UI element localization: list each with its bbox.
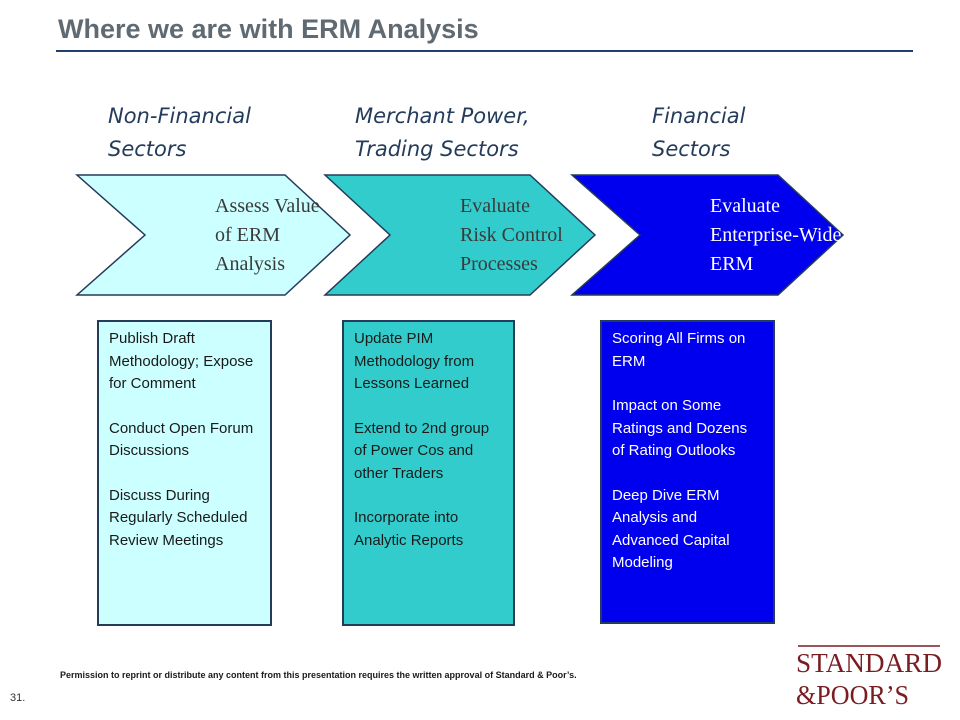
chevron-text-wrap-1: Assess Value of ERM Analysis bbox=[215, 192, 345, 292]
chevron-text-risk-control: Evaluate Risk Control Processes bbox=[460, 195, 563, 275]
chevron-evaluate-enterprise bbox=[570, 174, 845, 296]
phase-box-financial: Scoring All Firms on ERM Impact on Some … bbox=[600, 320, 775, 624]
box-item: Conduct Open Forum Discussions bbox=[109, 419, 254, 460]
phase-label-non-financial: Non-Financial Sectors bbox=[108, 104, 251, 161]
box-item: Incorporate into Analytic Reports bbox=[354, 509, 464, 549]
chevron-text-wrap-2: Evaluate Risk Control Processes bbox=[460, 192, 590, 292]
page-title: Where we are with ERM Analysis bbox=[58, 14, 479, 44]
title-divider bbox=[56, 50, 913, 52]
box-item: Impact on Some Ratings and Dozens of Rat… bbox=[612, 397, 748, 459]
sp-logo: STANDARD &POOR’S bbox=[796, 645, 942, 710]
box-item: Scoring All Firms on ERM bbox=[612, 330, 746, 370]
box-item: Extend to 2nd group of Power Cos and oth… bbox=[354, 419, 490, 482]
chevron-assess-value bbox=[75, 174, 352, 296]
box-item: Update PIM Methodology from Lessons Lear… bbox=[354, 330, 475, 392]
footer-permission-note: Permission to reprint or distribute any … bbox=[60, 670, 577, 680]
chevron-text-enterprise-wide: Evaluate Enterprise-Wide ERM bbox=[710, 195, 842, 275]
phase-box-merchant-power: Update PIM Methodology from Lessons Lear… bbox=[342, 320, 515, 626]
process-chevrons bbox=[75, 174, 845, 296]
logo-line2: &POOR’S bbox=[796, 680, 909, 710]
phase-label-merchant-power: Merchant Power, Trading Sectors bbox=[355, 104, 530, 161]
chevron-evaluate-risk-control bbox=[323, 174, 597, 296]
box-item: Deep Dive ERM Analysis and Advanced Capi… bbox=[612, 486, 730, 572]
box-item: Discuss During Regularly Scheduled Revie… bbox=[109, 486, 248, 549]
chevron-text-assess-value: Assess Value of ERM Analysis bbox=[215, 195, 320, 275]
chevron-text-wrap-3: Evaluate Enterprise-Wide ERM bbox=[710, 192, 843, 292]
box-item: Publish Draft Methodology; Expose for Co… bbox=[109, 330, 254, 392]
phase-label-financial: Financial Sectors bbox=[652, 104, 746, 161]
phase-box-non-financial: Publish Draft Methodology; Expose for Co… bbox=[97, 320, 272, 626]
logo-line1: STANDARD bbox=[796, 648, 942, 678]
page-number: 31. bbox=[10, 692, 26, 704]
